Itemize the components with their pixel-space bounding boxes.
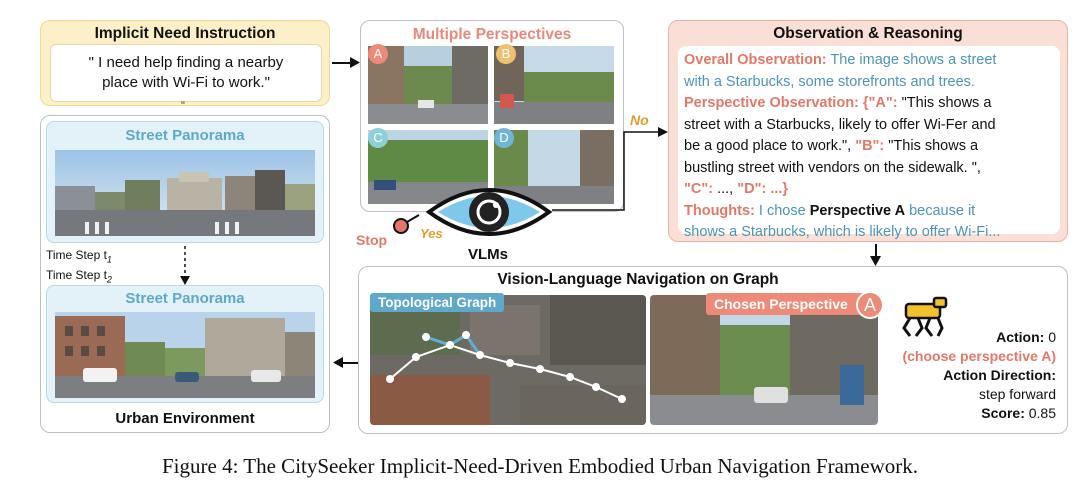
chosen-perspective-label: Chosen Perspective [706,293,878,315]
street-panorama-image-1 [55,150,315,236]
stop-label: Stop [356,232,387,248]
arrowhead-icon [870,256,881,266]
score-value: 0.85 [1025,405,1056,421]
action-note: (choose perspective A) [880,347,1056,366]
ellipsis-mark: " [181,100,185,112]
overall-observation-label: Overall Observation: [684,52,827,68]
vln-title: Vision-Language Navigation on Graph [358,271,918,289]
dashed-arrow-time [180,246,190,286]
stop-icon [392,212,420,236]
time-step-2: Time Step t2 [46,268,112,284]
implicit-need-title: Implicit Need Instruction [40,25,330,43]
time-step-1: Time Step t1 [46,248,112,264]
observation-reasoning-title: Observation & Reasoning [668,25,1068,43]
thoughts-label: Thoughts: [684,203,755,219]
arrow-vlm-to-observation [552,80,668,214]
street-panorama-image-2 [55,312,315,398]
yes-label: Yes [420,226,443,241]
topological-graph-map [370,295,646,425]
street-panorama-title-1: Street Panorama [47,127,323,144]
observation-text-box: Overall Observation: The image shows a s… [678,46,1060,234]
arrowhead-icon [350,57,360,68]
street-panorama-box-1: Street Panorama [46,121,324,243]
action-value: 0 [1044,329,1056,345]
multiple-perspectives-title: Multiple Perspectives [360,26,624,44]
arrow-need-to-perspectives [332,62,352,64]
action-direction-value: step forward [880,385,1056,404]
perspective-badge-b: B [496,44,516,64]
perspective-badge-d: D [494,128,514,148]
quote-line-1: " I need help finding a nearby [51,53,321,73]
score-label: Score: [981,405,1025,421]
perspective-badge-c: C [368,128,388,148]
perspective-observation-label: Perspective Observation: {"A": [684,95,898,111]
street-panorama-box-2: Street Panorama [46,285,324,403]
vlm-label: VLMs [448,246,528,263]
action-label: Action: [996,329,1044,345]
no-label: No [630,112,649,128]
perspective-badge-a: A [368,44,388,64]
quote-line-2: place with Wi-Fi to work." [51,73,321,93]
eye-icon [426,178,552,246]
figure-caption: Figure 4: The CitySeeker Implicit-Need-D… [0,454,1080,479]
arrowhead-icon [333,357,343,368]
action-info: Action: 0 (choose perspective A) Action … [880,328,1056,423]
street-panorama-title-2: Street Panorama [47,290,323,307]
action-direction-label: Action Direction: [880,366,1056,385]
implicit-need-quote: " I need help finding a nearby place wit… [50,44,322,102]
chosen-perspective-badge: A [856,291,884,319]
urban-environment-label: Urban Environment [40,410,330,427]
topological-graph-label: Topological Graph [370,293,504,312]
